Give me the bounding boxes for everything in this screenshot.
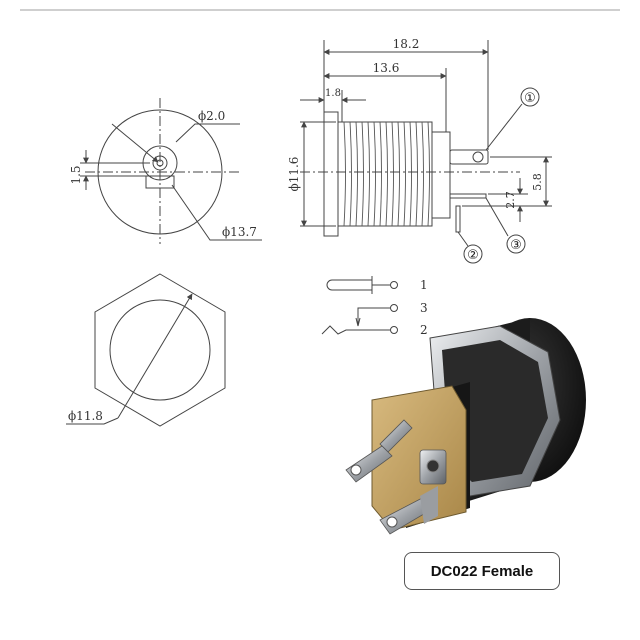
dim-thread-diameter: ϕ11.6 [287, 157, 301, 192]
schematic-switch-wire [357, 307, 390, 326]
callout-label-2: ② [467, 248, 479, 263]
schematic-pin-3: 3 [420, 301, 428, 315]
side-rear [431, 131, 451, 219]
schematic-sleeve-wire [321, 325, 390, 335]
dim-flange-thickness: 1.8 [325, 88, 341, 99]
connector-terminal-screw [426, 459, 440, 473]
thread-line [421, 121, 424, 227]
dim-overall-length: 18.2 [393, 37, 420, 51]
side-lug-hole [472, 151, 484, 163]
thread-line [409, 121, 412, 227]
callout-circle-2 [463, 244, 483, 264]
dim-outer-diameter: ϕ13.7 [222, 225, 257, 239]
thread-line [427, 121, 430, 227]
side-pin-2 [455, 205, 461, 233]
side-pin-3 [449, 193, 487, 199]
hex-outline [94, 273, 226, 427]
thread-line [415, 121, 418, 227]
thread-line [373, 121, 376, 227]
schematic [321, 276, 398, 335]
side-threads [343, 121, 430, 227]
thread-line [349, 121, 352, 227]
connector-tan-panel [371, 385, 467, 531]
hex-inner-circle [109, 299, 211, 401]
dim-across-flats: ϕ11.8 [68, 409, 103, 423]
callout-label-1: ① [524, 91, 536, 106]
callout-label-3: ③ [510, 238, 522, 253]
leader-hole-shelf [175, 123, 240, 143]
dim-pin-gap: 2.7 [504, 191, 517, 209]
hex-leader-shelf [66, 417, 119, 425]
schematic-terminal-3 [390, 304, 398, 312]
front-view [80, 98, 262, 244]
dim-pin-offset: 1.5 [69, 165, 83, 184]
callout-leader-1 [485, 103, 523, 151]
schematic-terminal-2 [390, 326, 398, 334]
thread-line [403, 121, 406, 227]
connector-lug-2-stem [420, 486, 438, 524]
callout-leader-3 [485, 197, 509, 237]
dim-hole-diameter: ϕ2.0 [198, 109, 225, 123]
schematic-pin-2: 2 [420, 323, 428, 337]
side-flange [323, 111, 339, 237]
product-photo [345, 318, 586, 535]
dim-body-length: 13.6 [373, 61, 400, 75]
thread-line [385, 121, 388, 227]
thread-line [343, 121, 346, 227]
thread-line [367, 121, 370, 227]
leader-hole [111, 123, 159, 163]
thread-line [379, 121, 382, 227]
connector-lug-2-hole [386, 516, 398, 528]
schematic-terminal-1 [390, 281, 398, 289]
hex-diameter-line [117, 293, 193, 419]
schematic-pin [326, 279, 373, 291]
thread-line [391, 121, 394, 227]
hex-view [66, 273, 226, 427]
schematic-switch-arrow [355, 317, 361, 327]
callout-leader-2 [457, 231, 469, 247]
schematic-pin-1: 1 [420, 278, 428, 292]
connector-lug-1-hole [350, 464, 362, 476]
callout-circle-1 [520, 87, 540, 107]
thread-line [361, 121, 364, 227]
thread-line [355, 121, 358, 227]
dim-pin-height: 5.8 [531, 173, 544, 191]
side-view [300, 40, 552, 264]
side-lug-1 [449, 149, 489, 165]
leader-outer [171, 184, 262, 241]
callout-circle-3 [506, 234, 526, 254]
product-caption: DC022 Female [404, 552, 560, 590]
thread-line [397, 121, 400, 227]
